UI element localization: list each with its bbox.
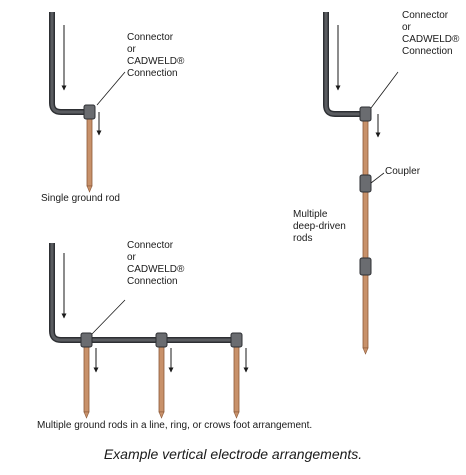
multi-connector-1 — [80, 332, 93, 348]
connector-label-multi: Connector or CADWELD® Connection — [127, 240, 185, 287]
deep-leader — [370, 71, 399, 109]
deep-rod — [362, 115, 369, 349]
multi-connector-3 — [230, 332, 243, 348]
multi-rod-3 — [233, 341, 240, 413]
single-pipe — [49, 12, 90, 115]
multiple-ground-rods-assembly — [49, 243, 249, 419]
multi-rod-2 — [158, 341, 165, 413]
deep-pipe — [323, 12, 366, 117]
single-rod — [86, 113, 93, 187]
connector-label-deep: Connector or CADWELD® Connection — [402, 10, 460, 57]
single-rod-label: Single ground rod — [41, 193, 120, 204]
deep-driven-rods-assembly — [323, 12, 399, 355]
deep-driven-label: Multiple deep-driven rods — [293, 209, 346, 244]
multi-leader — [91, 299, 126, 335]
coupler-leader — [370, 172, 385, 184]
multiple-rods-label: Multiple ground rods in a line, ring, or… — [37, 420, 313, 431]
deep-connector — [359, 106, 372, 122]
connector-label-single: Connector or CADWELD® Connection — [127, 32, 185, 79]
coupler-label: Coupler — [385, 166, 421, 177]
coupler-upper — [359, 174, 372, 193]
figure-caption: Example vertical electrode arrangements. — [103, 446, 363, 462]
multi-rod-1 — [83, 341, 90, 413]
single-ground-rod-assembly — [49, 12, 126, 193]
single-leader — [96, 71, 126, 106]
single-connector — [83, 104, 96, 120]
coupler-lower — [359, 257, 372, 276]
multi-connector-2 — [155, 332, 168, 348]
